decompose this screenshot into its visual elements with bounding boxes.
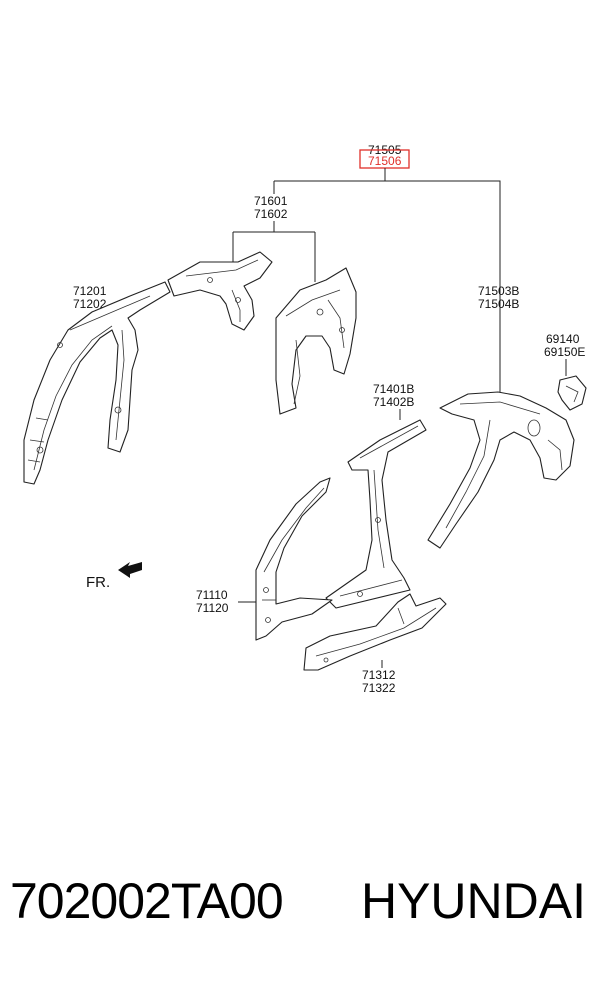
parts-diagram: 71505 71506 71601 71602 71201 71202 bbox=[23, 143, 587, 695]
callout-71322: 71322 bbox=[362, 681, 396, 695]
callout-71402b: 71402B bbox=[373, 395, 414, 409]
callout-71601: 71601 bbox=[254, 194, 288, 208]
side-sill-71312 bbox=[303, 593, 447, 671]
rear-quarter-panel-71503b bbox=[427, 391, 575, 549]
reinforcement-71601 bbox=[167, 251, 273, 331]
callout-71202: 71202 bbox=[73, 297, 107, 311]
wheel-house-71602 bbox=[275, 267, 357, 415]
inner-side-panel-71201 bbox=[23, 281, 171, 485]
callout-71602: 71602 bbox=[254, 207, 288, 221]
callout-71110: 71110 bbox=[196, 588, 228, 602]
brand-name: HYUNDAI bbox=[360, 873, 586, 929]
front-label: FR. bbox=[86, 574, 110, 591]
callout-71120: 71120 bbox=[196, 601, 229, 615]
callout-71504b: 71504B bbox=[478, 297, 519, 311]
front-direction-indicator: FR. bbox=[86, 562, 142, 591]
callout-71312: 71312 bbox=[362, 668, 396, 682]
footer: 702002TA00 HYUNDAI bbox=[0, 872, 600, 952]
front-arrow-icon bbox=[118, 562, 142, 578]
part-number: 702002TA00 bbox=[10, 873, 284, 929]
callout-71201: 71201 bbox=[73, 284, 107, 298]
callout-71401b: 71401B bbox=[373, 382, 414, 396]
callout-71506: 71506 bbox=[368, 154, 402, 168]
bracket-69140 bbox=[557, 375, 587, 411]
callout-69150e: 69150E bbox=[544, 345, 585, 359]
leader-tree-top bbox=[274, 180, 501, 392]
front-pillar-71110 bbox=[255, 477, 333, 641]
b-pillar-71401b bbox=[325, 419, 427, 609]
callout-69140: 69140 bbox=[546, 332, 580, 346]
callout-71503b: 71503B bbox=[478, 284, 519, 298]
